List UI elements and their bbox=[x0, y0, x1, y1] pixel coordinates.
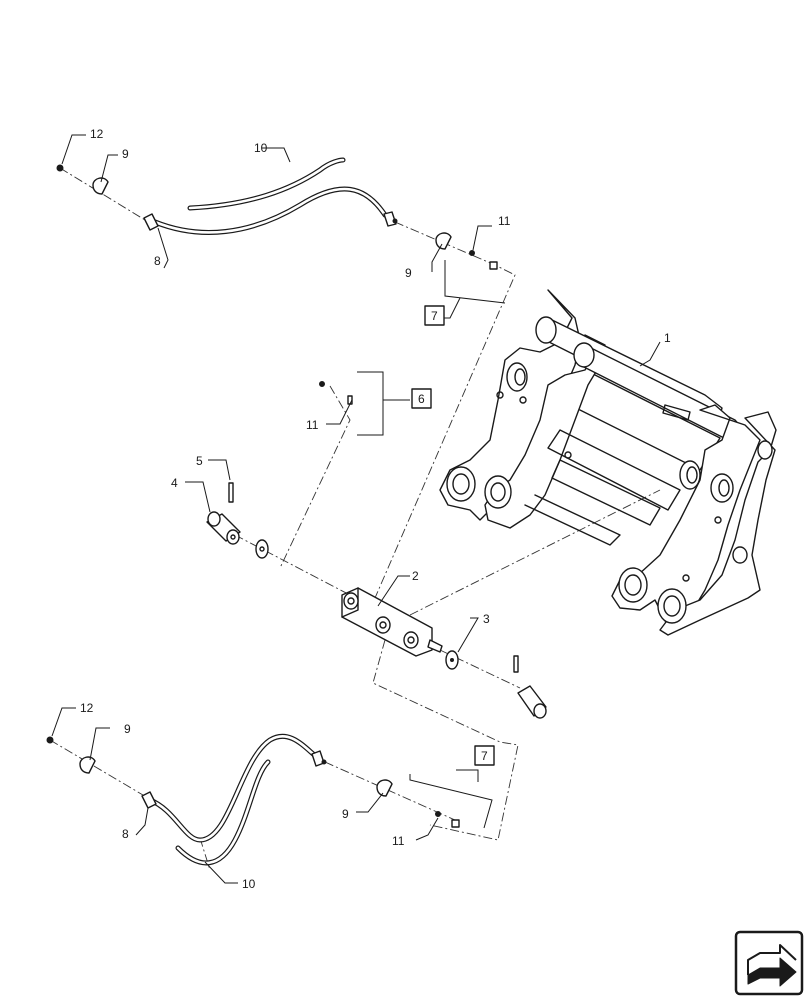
callout-5: 5 bbox=[196, 454, 203, 468]
leader-lines bbox=[51, 134, 661, 884]
upper-fittings bbox=[56, 164, 498, 405]
chain-lines bbox=[49, 167, 661, 871]
boxed-callout-7-lower: 7 bbox=[474, 745, 495, 766]
callout-8-lower: 8 bbox=[122, 827, 129, 841]
washer-3 bbox=[445, 650, 459, 670]
group-bracket-7-lower bbox=[409, 774, 493, 829]
callout-labels: 12 9 10 8 9 11 1 11 5 4 2 3 12 9 8 9 11 … bbox=[80, 127, 671, 891]
pin-lower-right bbox=[513, 655, 547, 719]
callout-9-lower-right: 9 bbox=[342, 807, 349, 821]
lower-fittings bbox=[46, 736, 460, 828]
callout-10-lower: 10 bbox=[242, 877, 256, 891]
coupler-frame bbox=[439, 289, 777, 636]
pin-4 bbox=[206, 511, 241, 545]
svg-text:7: 7 bbox=[481, 749, 488, 763]
callout-9-upper-left: 9 bbox=[122, 147, 129, 161]
callout-11-lower: 11 bbox=[392, 834, 405, 848]
next-page-arrow-icon[interactable] bbox=[734, 930, 804, 996]
boxed-callout-7-upper: 7 bbox=[424, 305, 445, 326]
upper-hoses bbox=[143, 157, 398, 235]
callout-9-lower-left: 9 bbox=[124, 722, 131, 736]
callout-2: 2 bbox=[412, 569, 419, 583]
roll-pin-5 bbox=[228, 482, 234, 503]
callout-12-lower: 12 bbox=[80, 701, 94, 715]
callout-3: 3 bbox=[483, 612, 490, 626]
group-bracket-7-upper bbox=[444, 260, 506, 304]
callout-11-upper: 11 bbox=[498, 214, 511, 228]
svg-text:6: 6 bbox=[418, 392, 425, 406]
callout-12-upper: 12 bbox=[90, 127, 104, 141]
callout-9-upper-right: 9 bbox=[405, 266, 412, 280]
callout-11-middle: 11 bbox=[306, 418, 319, 432]
cylinder-block bbox=[341, 587, 443, 657]
callout-1: 1 bbox=[664, 331, 671, 345]
washer-small bbox=[255, 539, 269, 559]
svg-text:7: 7 bbox=[431, 309, 438, 323]
lower-hoses bbox=[141, 733, 327, 866]
boxed-callout-6: 6 bbox=[411, 388, 432, 409]
callout-8-upper: 8 bbox=[154, 254, 161, 268]
callout-4: 4 bbox=[171, 476, 178, 490]
callout-10-upper: 10 bbox=[254, 141, 268, 155]
group-bracket-6 bbox=[357, 371, 410, 436]
